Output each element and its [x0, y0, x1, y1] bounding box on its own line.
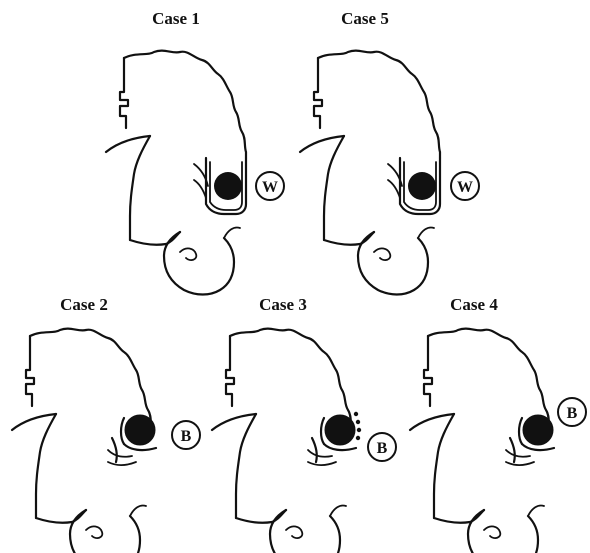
- panel-case-4: Case 4 B: [410, 295, 586, 553]
- lesion-marker: [388, 158, 440, 214]
- marker-label: B: [181, 428, 192, 445]
- panel-case-5: Case 5 W: [300, 9, 479, 295]
- lesion-marker: [108, 415, 156, 465]
- case-title: Case 2: [60, 295, 108, 314]
- lesion-marker: [308, 415, 356, 465]
- lesion-marker: [194, 158, 246, 214]
- marker-label: B: [567, 405, 578, 422]
- marker-label: W: [262, 179, 278, 196]
- case-title: Case 4: [450, 295, 498, 314]
- panel-case-2: Case 2 B: [12, 295, 200, 553]
- case-title: Case 3: [259, 295, 307, 314]
- marker-label: W: [457, 179, 473, 196]
- case-title: Case 5: [341, 9, 389, 28]
- panel-case-1: Case 1 W: [106, 9, 284, 295]
- marker-label: B: [377, 440, 388, 457]
- lesion-marker: [506, 415, 554, 465]
- panel-case-3: Case 3 B: [212, 295, 396, 553]
- case-title: Case 1: [152, 9, 200, 28]
